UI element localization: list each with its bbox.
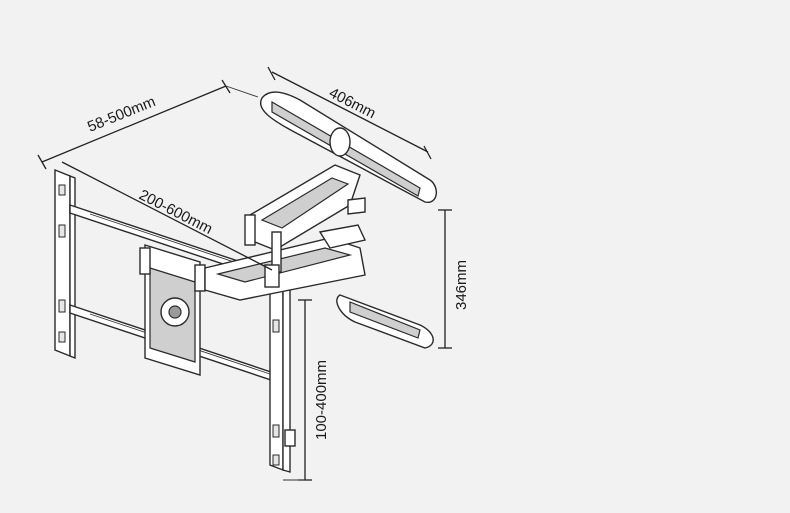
arm-width-label: 406mm <box>326 84 378 122</box>
vertical-span-label: 100-400mm <box>313 360 330 440</box>
swing-arms <box>204 164 367 301</box>
dimension-lines <box>37 66 452 481</box>
arm-height-label: 346mm <box>453 260 470 310</box>
horizontal-span-label: 200-600mm <box>136 186 215 237</box>
wall-plate <box>54 168 76 360</box>
tv-adapter <box>259 91 437 349</box>
center-bracket <box>139 244 206 376</box>
